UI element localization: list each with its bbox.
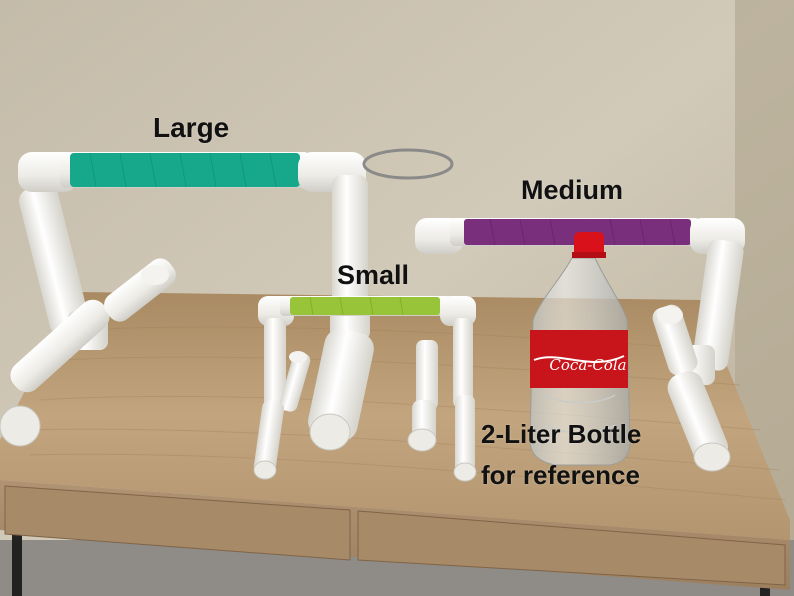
label-large: Large — [153, 112, 230, 143]
large-perch-wrap — [70, 153, 300, 187]
soda-bottle: Coca-Cola — [529, 232, 631, 466]
medium-perch — [415, 218, 745, 472]
reference-caption-line2: for reference — [481, 460, 640, 490]
bottle-cap — [574, 232, 604, 258]
drawer-left — [4, 485, 351, 561]
drawer-right — [357, 510, 786, 586]
bottle-label — [530, 330, 628, 388]
small-perch — [253, 296, 477, 482]
reference-caption-line1: 2-Liter Bottle — [481, 419, 642, 449]
label-medium: Medium — [521, 175, 624, 205]
bottle-brand: Coca-Cola — [549, 356, 626, 374]
hanging-ring — [362, 148, 454, 180]
label-small: Small — [337, 260, 410, 290]
table-leg-left — [12, 515, 22, 596]
